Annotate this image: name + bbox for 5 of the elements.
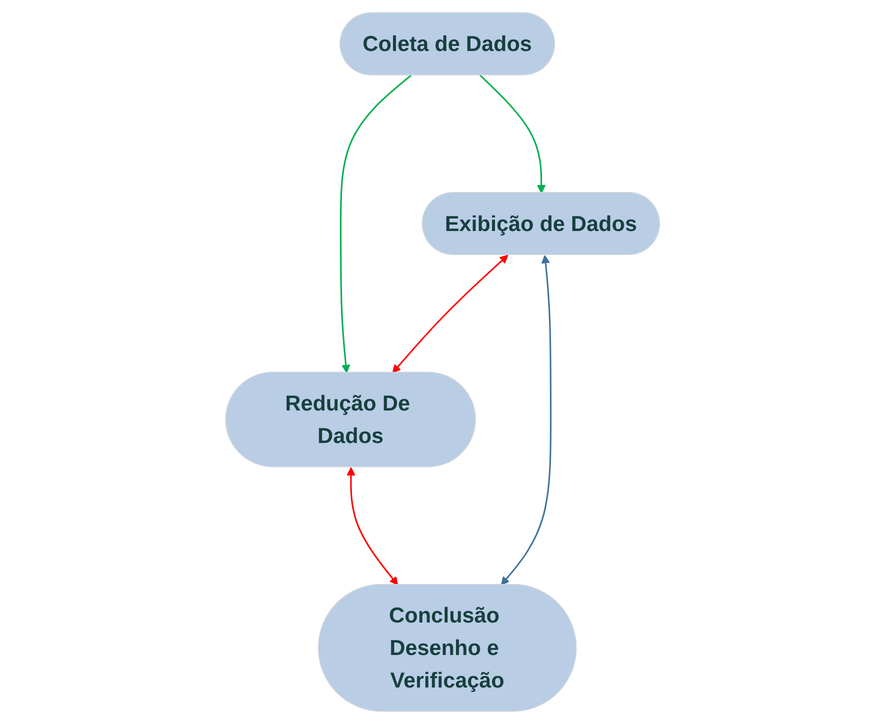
arrow <box>501 254 552 586</box>
arrow <box>480 74 546 194</box>
arrow <box>392 254 509 374</box>
arrow <box>340 74 412 374</box>
arrow <box>347 467 398 586</box>
